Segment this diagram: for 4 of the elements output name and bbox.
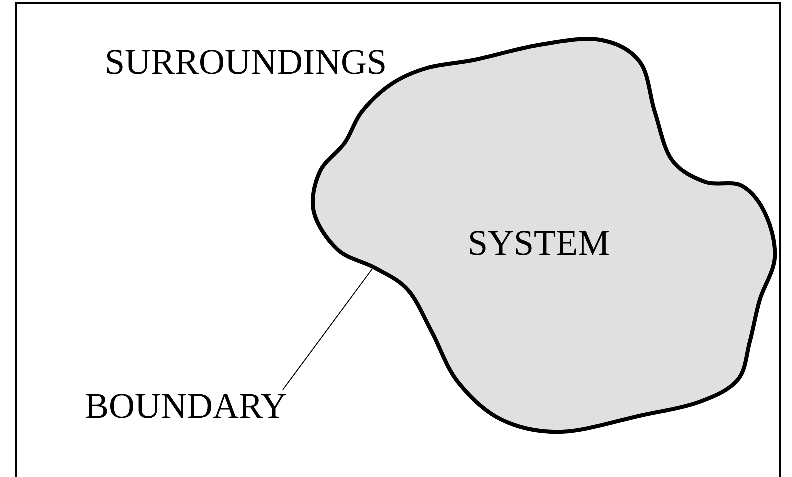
region-label: SURROUNDINGS — [105, 44, 388, 80]
region-label: SYSTEM — [468, 225, 610, 261]
callout-label: BOUNDARY — [85, 388, 288, 424]
leader-line — [282, 266, 374, 390]
